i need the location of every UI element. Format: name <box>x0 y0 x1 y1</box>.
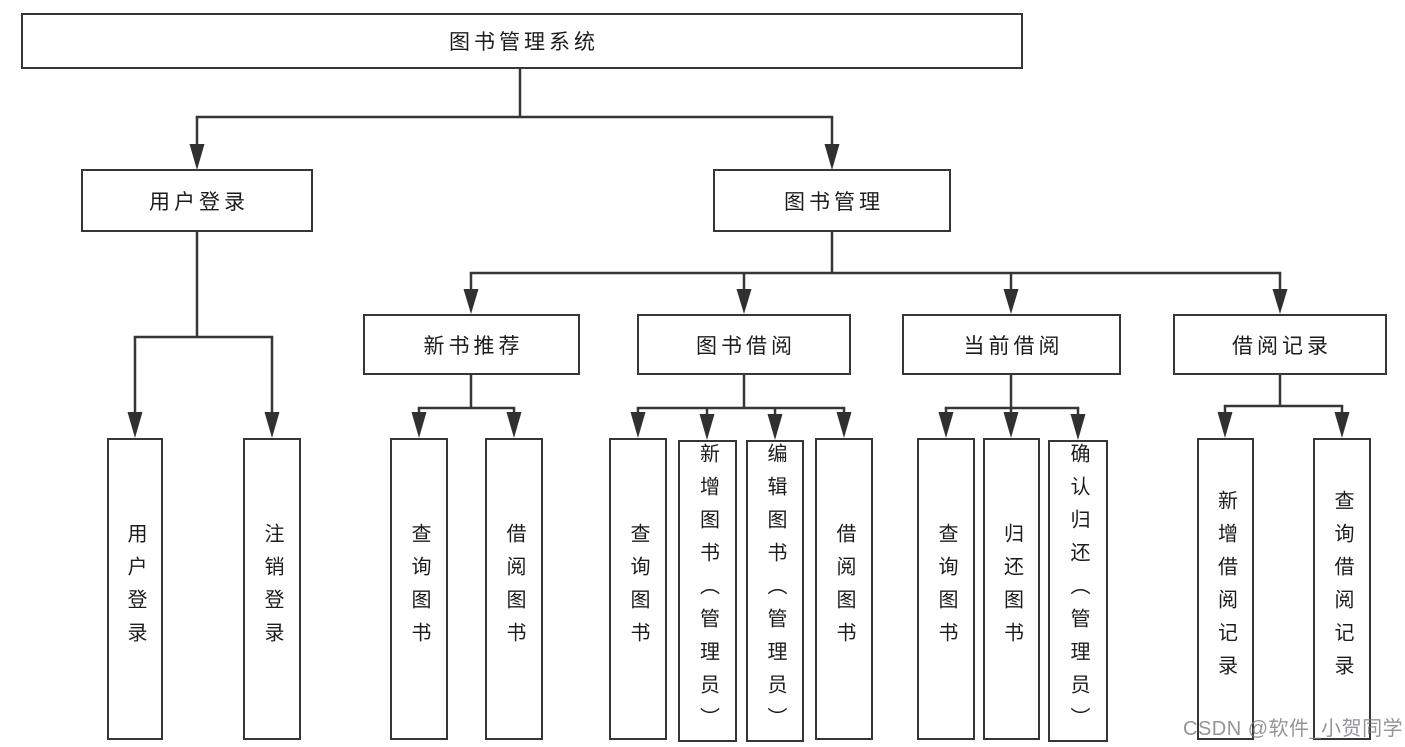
connector-borrow-children <box>630 375 852 440</box>
node-label: 图书管理 <box>784 190 884 214</box>
node-root-system: 图书管理系统 <box>21 13 1023 69</box>
node-label: 编辑图书（管理员） <box>764 442 786 740</box>
leaf-records-query-record: 查询借阅记录 <box>1313 438 1371 740</box>
leaf-records-add-record: 新增借阅记录 <box>1197 438 1254 740</box>
node-label: 归还图书 <box>1000 523 1023 655</box>
node-label: 新增借阅记录 <box>1214 490 1237 688</box>
node-user-login: 用户登录 <box>81 169 313 232</box>
node-label: 查询借阅记录 <box>1331 490 1353 688</box>
leaf-recommend-borrow-books: 借阅图书 <box>485 438 543 740</box>
node-borrow-records: 借阅记录 <box>1173 314 1387 375</box>
node-label: 查询图书 <box>408 523 430 655</box>
node-label: 新增图书（管理员） <box>696 442 719 740</box>
leaf-borrow-borrow-books: 借阅图书 <box>815 438 873 740</box>
node-label: 借阅图书 <box>833 523 855 655</box>
arrowhead-icon <box>1070 414 1086 440</box>
node-book-borrow: 图书借阅 <box>637 314 851 375</box>
arrowhead-icon <box>1334 412 1350 438</box>
node-label: 图书管理系统 <box>449 31 599 54</box>
node-label: 查询图书 <box>935 523 957 655</box>
arrowhead-icon <box>463 289 479 314</box>
leaf-current-return-books: 归还图书 <box>983 438 1040 740</box>
arrowhead-icon <box>767 414 783 440</box>
node-label: 当前借阅 <box>963 334 1064 358</box>
node-new-book-recommend: 新书推荐 <box>363 314 580 375</box>
arrowhead-icon <box>506 412 522 438</box>
leaf-logout-login: 注销登录 <box>243 438 301 740</box>
node-book-management: 图书管理 <box>713 169 951 232</box>
connector-user-login-children <box>127 232 280 438</box>
leaf-current-confirm-return-admin: 确认归还（管理员） <box>1048 440 1108 742</box>
arrowhead-icon <box>699 414 715 440</box>
leaf-recommend-query-books: 查询图书 <box>390 438 448 740</box>
leaf-borrow-query-books: 查询图书 <box>609 438 667 740</box>
connector-book-mgmt-sections <box>463 232 1288 314</box>
arrowhead-icon <box>630 412 646 438</box>
arrowhead-icon <box>1272 289 1288 314</box>
node-label: 查询图书 <box>627 523 649 655</box>
connector-root-to-level2 <box>189 69 840 170</box>
node-label: 新书推荐 <box>423 334 524 358</box>
node-label: 注销登录 <box>261 523 283 655</box>
arrowhead-icon <box>1003 412 1019 438</box>
arrowhead-icon <box>264 412 280 438</box>
leaf-borrow-add-books-admin: 新增图书（管理员） <box>678 440 737 742</box>
leaf-user-login: 用户登录 <box>107 438 163 740</box>
arrowhead-icon <box>1003 289 1019 314</box>
arrowhead-icon <box>1217 412 1233 438</box>
node-current-borrow: 当前借阅 <box>902 314 1121 375</box>
arrowhead-icon <box>189 144 205 170</box>
arrowhead-icon <box>127 412 143 438</box>
node-label: 图书借阅 <box>696 334 796 358</box>
node-label: 借阅记录 <box>1232 334 1332 358</box>
node-label: 确认归还（管理员） <box>1067 442 1089 740</box>
arrowhead-icon <box>938 412 954 438</box>
leaf-current-query-books: 查询图书 <box>917 438 975 740</box>
node-label: 用户登录 <box>124 523 146 655</box>
leaf-borrow-edit-books-admin: 编辑图书（管理员） <box>746 440 804 742</box>
connector-records-children <box>1217 375 1350 438</box>
node-label: 用户登录 <box>149 190 249 214</box>
connector-current-children <box>938 375 1086 440</box>
arrowhead-icon <box>824 144 840 170</box>
arrowhead-icon <box>836 412 852 438</box>
csdn-watermark: CSDN @软件_小贺同学 <box>1183 718 1404 740</box>
connector-recommend-children <box>411 375 522 438</box>
arrowhead-icon <box>736 289 752 314</box>
node-label: 借阅图书 <box>503 523 525 655</box>
arrowhead-icon <box>411 412 427 438</box>
